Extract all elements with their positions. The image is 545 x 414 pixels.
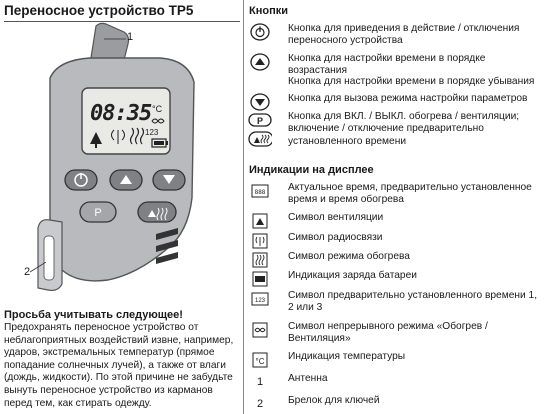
list-item-text: Символ радиосвязи bbox=[288, 232, 383, 243]
list-item-text: Символ вентиляции bbox=[288, 212, 384, 223]
svg-text:123: 123 bbox=[255, 298, 266, 304]
list-item-text: Кнопка для приведения в действие / отклю… bbox=[288, 23, 520, 47]
clock-display-icon: 888 bbox=[248, 182, 272, 200]
callout-1: 1 bbox=[127, 31, 134, 43]
device-menu-button bbox=[79, 201, 117, 223]
svg-text:°C: °C bbox=[256, 357, 265, 366]
triangle-up-button-icon bbox=[248, 53, 272, 71]
list-item-text: Индикация заряда батареи bbox=[288, 270, 417, 281]
svg-text:P: P bbox=[257, 116, 263, 126]
callout-1-line bbox=[104, 38, 126, 40]
list-item-text: Символ предварительно установленного вре… bbox=[288, 290, 538, 314]
list-item-text: Антенна bbox=[288, 373, 328, 384]
svg-text:P: P bbox=[94, 207, 101, 219]
infinity-icon bbox=[248, 321, 272, 339]
list-item-text: Кнопка для настройки времени в порядке в… bbox=[288, 53, 486, 77]
list-item-text: Брелок для ключей bbox=[288, 395, 380, 406]
triangle-down-button-icon bbox=[248, 93, 272, 111]
device-power-button bbox=[64, 169, 98, 191]
page-title: Переносное устройство TP5 bbox=[4, 3, 194, 18]
radio-icon bbox=[248, 232, 272, 250]
list-item-text: Актуальное время, предварительно установ… bbox=[288, 182, 532, 206]
column-divider bbox=[243, 0, 244, 414]
keychain-number: 2 bbox=[256, 397, 264, 410]
temperature-icon: °C bbox=[248, 351, 272, 369]
callout-2: 2 bbox=[24, 266, 31, 278]
lcd-temperature-unit: °C bbox=[152, 104, 163, 114]
svg-text:888: 888 bbox=[255, 189, 266, 196]
buttons-header: Кнопки bbox=[249, 5, 288, 17]
heater-button-icon bbox=[248, 130, 272, 148]
heating-icon bbox=[248, 251, 272, 269]
title-divider bbox=[4, 21, 240, 22]
list-item-text: Кнопка для вызова режима настройки парам… bbox=[288, 93, 528, 104]
callout-2-line bbox=[30, 262, 47, 273]
battery-icon bbox=[248, 270, 272, 288]
fan-icon bbox=[248, 212, 272, 230]
power-button-icon bbox=[248, 23, 272, 41]
menu-button-icon: P bbox=[248, 111, 272, 129]
preset-123-icon: 123 bbox=[248, 290, 272, 308]
lcd-time: 08:35 bbox=[90, 101, 152, 126]
antenna-number: 1 bbox=[256, 375, 264, 388]
remote-device-illustration: P bbox=[37, 22, 195, 291]
list-item-text: Индикация температуры bbox=[288, 351, 406, 362]
list-item-text: Символ режима обогрева bbox=[288, 251, 410, 262]
list-item-text: Кнопка для ВКЛ. / ВЫКЛ. обогрева / венти… bbox=[288, 111, 520, 147]
display-header: Индикации на дисплее bbox=[249, 164, 374, 176]
warning-title: Просьба учитывать следующее! bbox=[4, 309, 183, 321]
lcd-preset-digits: 123 bbox=[145, 128, 159, 137]
warning-text: Предохранять переносное устройство от не… bbox=[4, 322, 234, 409]
list-item-text: Символ непрерывного режима «Обогрев / Ве… bbox=[288, 321, 488, 345]
list-item-text: Кнопка для настройки времени в порядке у… bbox=[288, 76, 535, 87]
device-heater-button bbox=[137, 201, 177, 223]
lcd-display bbox=[81, 87, 171, 155]
